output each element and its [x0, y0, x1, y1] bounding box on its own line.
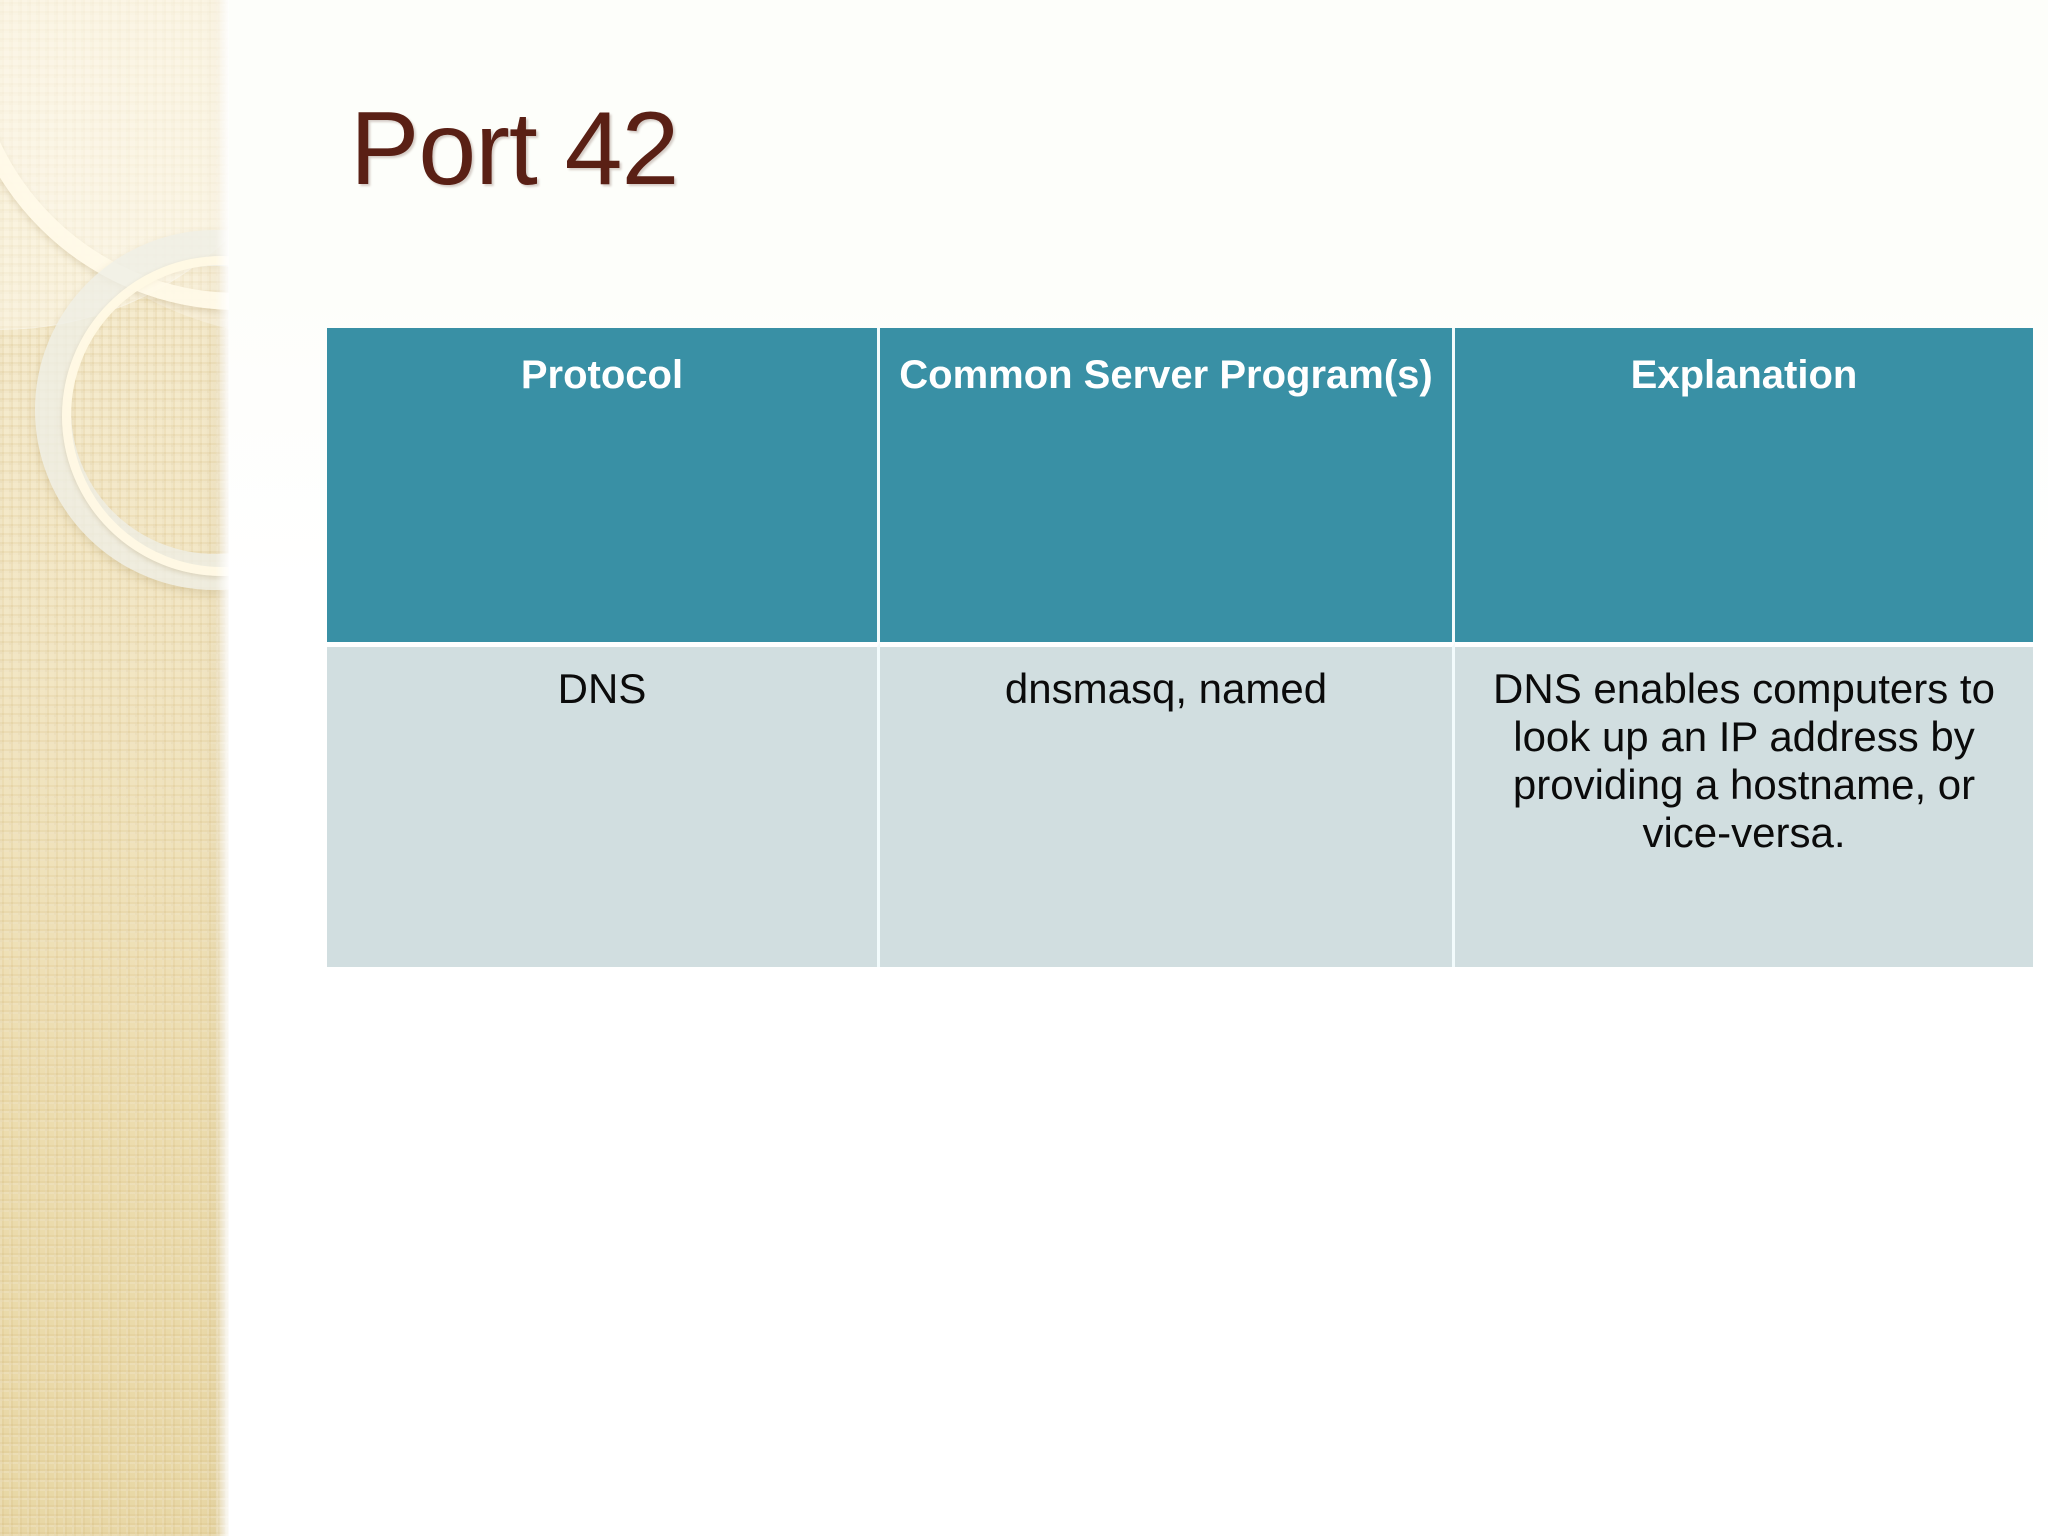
- slide-title: Port 42: [350, 91, 679, 207]
- table-header-row: Protocol Common Server Program(s) Explan…: [327, 328, 2033, 642]
- column-header-protocol: Protocol: [327, 328, 880, 642]
- decorative-side-band: [0, 0, 229, 1536]
- cell-protocol: DNS: [327, 642, 880, 967]
- band-right-edge-highlight: [215, 0, 229, 1536]
- cell-explanation: DNS enables computers to look up an IP a…: [1455, 642, 2033, 967]
- column-header-common-server-programs: Common Server Program(s): [880, 328, 1455, 642]
- cell-programs: dnsmasq, named: [880, 642, 1455, 967]
- ports-table: Protocol Common Server Program(s) Explan…: [327, 328, 2033, 967]
- table-row: DNS dnsmasq, named DNS enables computers…: [327, 642, 2033, 967]
- table-header: Protocol Common Server Program(s) Explan…: [327, 328, 2033, 642]
- column-header-explanation: Explanation: [1455, 328, 2033, 642]
- table-body: DNS dnsmasq, named DNS enables computers…: [327, 642, 2033, 967]
